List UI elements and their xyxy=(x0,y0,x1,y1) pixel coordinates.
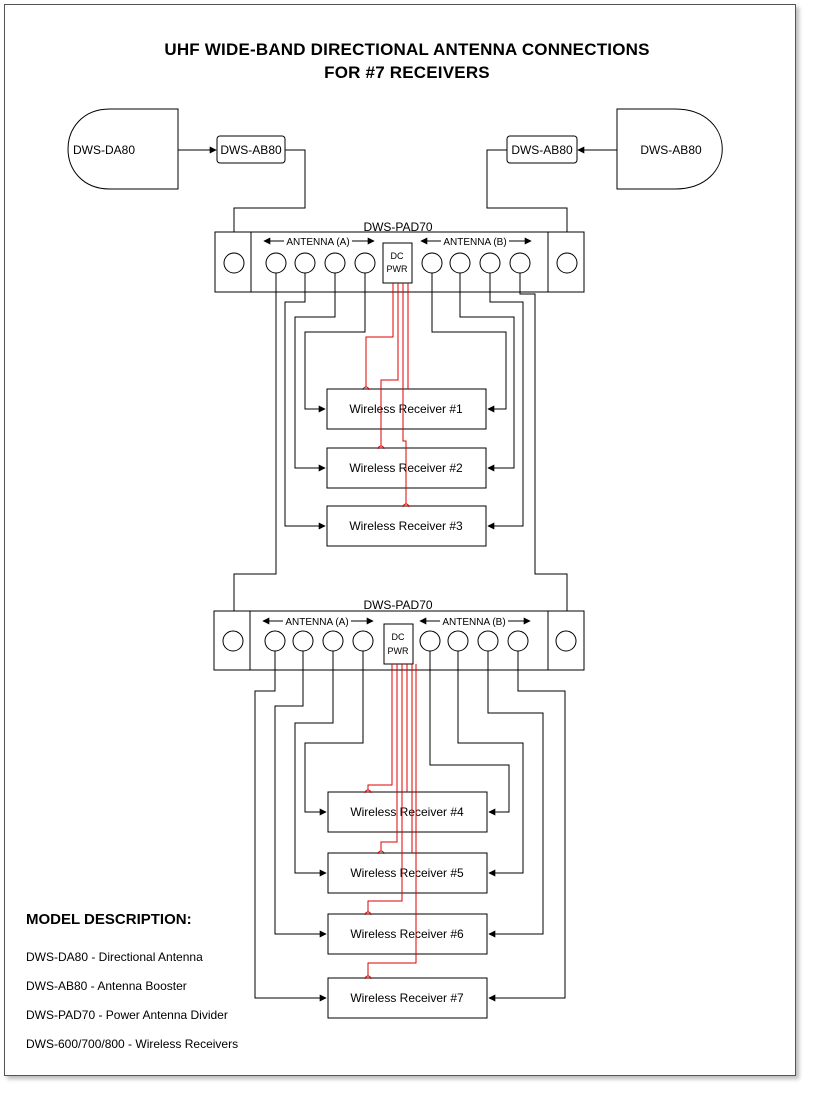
legend-item-ab80: DWS-AB80 - Antenna Booster xyxy=(26,979,187,993)
pad1-pwr-label: PWR xyxy=(387,264,408,274)
directional-antenna-right xyxy=(616,108,723,190)
pad1-antenna-a-wiring xyxy=(230,273,366,623)
booster-left-label: DWS-AB80 xyxy=(220,143,282,157)
receiver-4 xyxy=(327,791,488,833)
receiver-7 xyxy=(327,977,488,1019)
pad1-dc-power-lines xyxy=(362,283,410,508)
pad1-port-a4 xyxy=(354,252,376,274)
directional-antenna-left xyxy=(67,108,179,190)
power-antenna-divider-1 xyxy=(214,231,585,293)
pad1-port-a1 xyxy=(265,252,287,274)
pad2-antenna-b-label: ANTENNA (B) xyxy=(442,617,505,628)
pad2-port-b4 xyxy=(507,630,529,652)
legend-title: MODEL DESCRIPTION: xyxy=(26,911,192,928)
pad1-port-b1 xyxy=(421,252,443,274)
legend-item-pad70: DWS-PAD70 - Power Antenna Divider xyxy=(26,1008,228,1022)
pad2-input-left xyxy=(222,630,244,652)
receiver-7-label: Wireless Receiver #7 xyxy=(350,991,464,1005)
pad1-port-b2 xyxy=(449,252,471,274)
pad1-antenna-a-label: ANTENNA (A) xyxy=(286,237,349,248)
antenna-right-label: DWS-AB80 xyxy=(640,143,702,157)
link-right-booster-pad1 xyxy=(486,149,571,253)
pad2-input-right xyxy=(555,630,577,652)
pad1-input-right xyxy=(556,252,578,274)
pad1-port-a2 xyxy=(294,252,316,274)
pad2-port-a3 xyxy=(322,630,344,652)
receiver-5-label: Wireless Receiver #5 xyxy=(350,866,464,880)
antenna-left-label: DWS-DA80 xyxy=(73,143,135,157)
receiver-3 xyxy=(326,505,487,547)
receiver-3-label: Wireless Receiver #3 xyxy=(349,519,463,533)
pad1-antenna-b-wiring xyxy=(431,273,571,623)
pad1-label: DWS-PAD70 xyxy=(363,220,432,234)
pad2-antenna-a-wiring xyxy=(254,651,364,1002)
pad2-antenna-a-label: ANTENNA (A) xyxy=(285,617,348,628)
pad1-dc-label: DC xyxy=(391,251,404,261)
pad1-port-a3 xyxy=(324,252,346,274)
pad2-antenna-b-wiring xyxy=(429,651,566,1002)
pad2-port-a2 xyxy=(292,630,314,652)
booster-right-label: DWS-AB80 xyxy=(511,143,573,157)
receiver-1 xyxy=(326,388,487,430)
pad1-dc-power xyxy=(382,242,413,284)
power-antenna-divider-2 xyxy=(213,610,585,671)
pad2-port-a4 xyxy=(352,630,374,652)
pad2-label: DWS-PAD70 xyxy=(363,598,432,612)
receiver-6-label: Wireless Receiver #6 xyxy=(350,927,464,941)
pad2-dc-label: DC xyxy=(392,632,405,642)
link-left-booster-pad1 xyxy=(230,149,306,253)
pad1-port-b3 xyxy=(479,252,501,274)
pad1-antenna-b-label: ANTENNA (B) xyxy=(443,237,506,248)
receiver-6 xyxy=(327,913,488,955)
receiver-1-label: Wireless Receiver #1 xyxy=(349,402,463,416)
pad2-pwr-label: PWR xyxy=(388,646,409,656)
pad2-port-b2 xyxy=(447,630,469,652)
legend-item-da80: DWS-DA80 - Directional Antenna xyxy=(26,950,203,964)
pad2-port-a1 xyxy=(264,630,286,652)
diagram-title-line1: UHF WIDE-BAND DIRECTIONAL ANTENNA CONNEC… xyxy=(164,40,650,59)
diagram-title-line2: FOR #7 RECEIVERS xyxy=(324,63,490,82)
pad1-port-b4 xyxy=(509,252,531,274)
receiver-5 xyxy=(327,852,488,894)
pad2-dc-power xyxy=(383,623,414,665)
receiver-4-label: Wireless Receiver #4 xyxy=(350,805,464,819)
pad1-input-left xyxy=(223,252,245,274)
legend-item-receivers: DWS-600/700/800 - Wireless Receivers xyxy=(26,1037,239,1051)
pad2-port-b3 xyxy=(477,630,499,652)
pad2-dc-power-lines xyxy=(364,664,417,980)
pad2-port-b1 xyxy=(419,630,441,652)
